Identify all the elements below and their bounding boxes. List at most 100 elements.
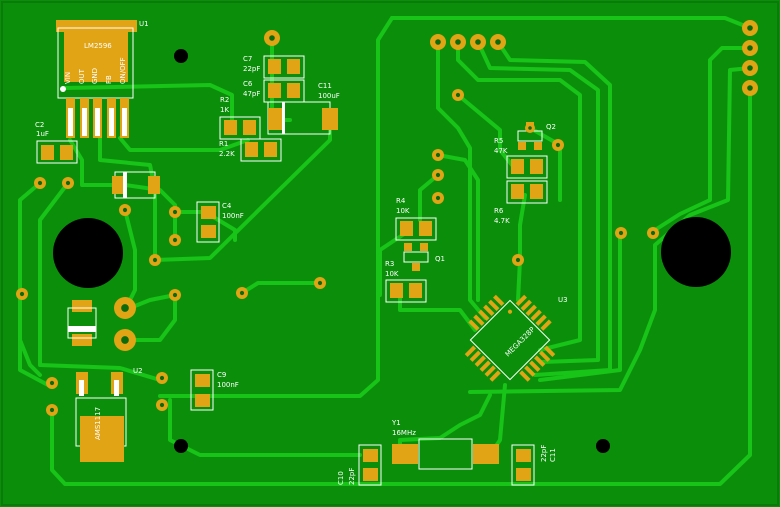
- r2-value-label: 1K: [220, 106, 229, 114]
- r5-resistor[interactable]: R5 47K: [494, 137, 548, 179]
- c11b-ref-label: C11: [318, 82, 332, 90]
- r2-resistor[interactable]: R2 1K: [219, 96, 261, 140]
- c4-value-label: 100nF: [222, 212, 244, 220]
- drill-hole: [555, 142, 561, 148]
- c4-capacitor[interactable]: C4 100nF: [196, 201, 244, 243]
- r4-resistor[interactable]: R4 10K: [395, 197, 437, 241]
- r1-resistor[interactable]: R1 2.2K: [219, 138, 282, 162]
- u1-ref-label: U1: [139, 20, 149, 28]
- drill-hole: [159, 402, 165, 408]
- c7-ref-label: C7: [243, 55, 252, 63]
- r3-resistor[interactable]: R3 10K: [385, 260, 427, 303]
- r6-ref-label: R6: [494, 207, 504, 215]
- u2-ref-label: U2: [133, 367, 143, 375]
- drill-hole: [435, 172, 441, 178]
- drill-hole: [172, 209, 178, 215]
- c11b-value-label: 100uF: [318, 92, 340, 100]
- drill-hole: [747, 45, 753, 51]
- r1-value-label: 2.2K: [219, 150, 235, 158]
- drill-hole: [152, 257, 158, 263]
- c4-ref-label: C4: [222, 202, 232, 210]
- y1-value-label: 16MHz: [392, 429, 416, 437]
- c2-value-label: 1uF: [36, 130, 49, 138]
- r3-value-label: 10K: [385, 270, 399, 278]
- y1-ref-label: Y1: [391, 419, 401, 427]
- mounting-holes: [53, 49, 731, 453]
- drill-hole: [172, 237, 178, 243]
- drill-hole: [747, 85, 753, 91]
- vias: [16, 20, 758, 416]
- drill-hole: [650, 230, 656, 236]
- drill-hole: [49, 407, 55, 413]
- r5-value-label: 47K: [494, 147, 508, 155]
- c11-electrolytic-capacitor[interactable]: C11 100uF: [267, 82, 340, 135]
- mounting-hole: [53, 218, 123, 288]
- drill-hole: [515, 257, 521, 263]
- copper-traces: [18, 16, 752, 486]
- mounting-hole: [174, 49, 188, 63]
- r4-value-label: 10K: [396, 207, 410, 215]
- drill-hole: [49, 380, 55, 386]
- c7-value-label: 22pF: [243, 65, 260, 73]
- r6-resistor[interactable]: R6 4.7K: [494, 180, 548, 225]
- c11-capacitor[interactable]: 22pF C11: [511, 444, 557, 486]
- c6-capacitor[interactable]: C6 47pF: [243, 79, 305, 103]
- svg-text:FB: FB: [105, 75, 113, 84]
- polarity-band-icon: [282, 102, 285, 134]
- drill-hole: [122, 207, 128, 213]
- q2-transistor[interactable]: Q2: [517, 122, 556, 150]
- drill-hole: [159, 375, 165, 381]
- c1-electrolytic-capacitor[interactable]: [67, 300, 97, 346]
- svg-text:ON/OFF: ON/OFF: [119, 57, 127, 84]
- c6-value-label: 47pF: [243, 90, 260, 98]
- drill-hole: [435, 195, 441, 201]
- drill-hole: [37, 180, 43, 186]
- c9-capacitor[interactable]: C9 100nF: [190, 369, 239, 411]
- c6-ref-label: C6: [243, 80, 253, 88]
- r2-ref-label: R2: [220, 96, 229, 104]
- c2-ref-label: C2: [35, 121, 44, 129]
- u1-regulator[interactable]: LM2596 U1 VIN OUT GND FB ON/OFF: [56, 20, 149, 138]
- drill-hole: [455, 92, 461, 98]
- y1-crystal[interactable]: Y1 16MHz: [391, 419, 499, 470]
- mounting-hole: [596, 439, 610, 453]
- drill-hole: [65, 180, 71, 186]
- c9-value-label: 100nF: [217, 381, 239, 389]
- drill-hole: [475, 39, 481, 45]
- diode-d1[interactable]: [112, 171, 160, 199]
- r6-value-label: 4.7K: [494, 217, 510, 225]
- u1-pin-labels: VIN OUT GND FB ON/OFF: [64, 57, 127, 84]
- q1-transistor[interactable]: Q1: [403, 243, 445, 271]
- drill-hole: [19, 291, 25, 297]
- pin1-marker-icon: [508, 309, 512, 314]
- u3-ref-label: U3: [558, 296, 568, 304]
- svg-text:GND: GND: [91, 68, 99, 84]
- drill-hole: [435, 152, 441, 158]
- drill-hole: [317, 280, 323, 286]
- c11-ref-label: C11: [549, 448, 557, 462]
- svg-text:OUT: OUT: [78, 68, 86, 84]
- r1-ref-label: R1: [219, 140, 228, 148]
- c11-value-label: 22pF: [540, 445, 548, 462]
- drill-hole: [172, 292, 178, 298]
- drill-hole: [239, 290, 245, 296]
- drill-hole: [269, 35, 275, 41]
- u3-part-label: MEGA328P: [504, 326, 537, 359]
- svg-text:VIN: VIN: [64, 72, 72, 84]
- q1-ref-label: Q1: [435, 255, 445, 263]
- drill-hole: [435, 39, 441, 45]
- u1-part-label: LM2596: [84, 42, 112, 50]
- drill-hole: [121, 336, 129, 344]
- c2-capacitor[interactable]: C2 1uF: [35, 121, 78, 164]
- u2-regulator[interactable]: U2 AMS1117: [75, 367, 143, 462]
- c7-capacitor[interactable]: C7 22pF: [243, 55, 305, 79]
- u1-pins: [66, 98, 129, 138]
- drill-hole: [528, 126, 532, 130]
- drill-hole: [455, 39, 461, 45]
- q2-ref-label: Q2: [546, 123, 556, 131]
- drill-hole: [495, 39, 501, 45]
- c10-capacitor[interactable]: C10 22pF: [337, 444, 382, 486]
- polarity-band-icon: [68, 326, 96, 332]
